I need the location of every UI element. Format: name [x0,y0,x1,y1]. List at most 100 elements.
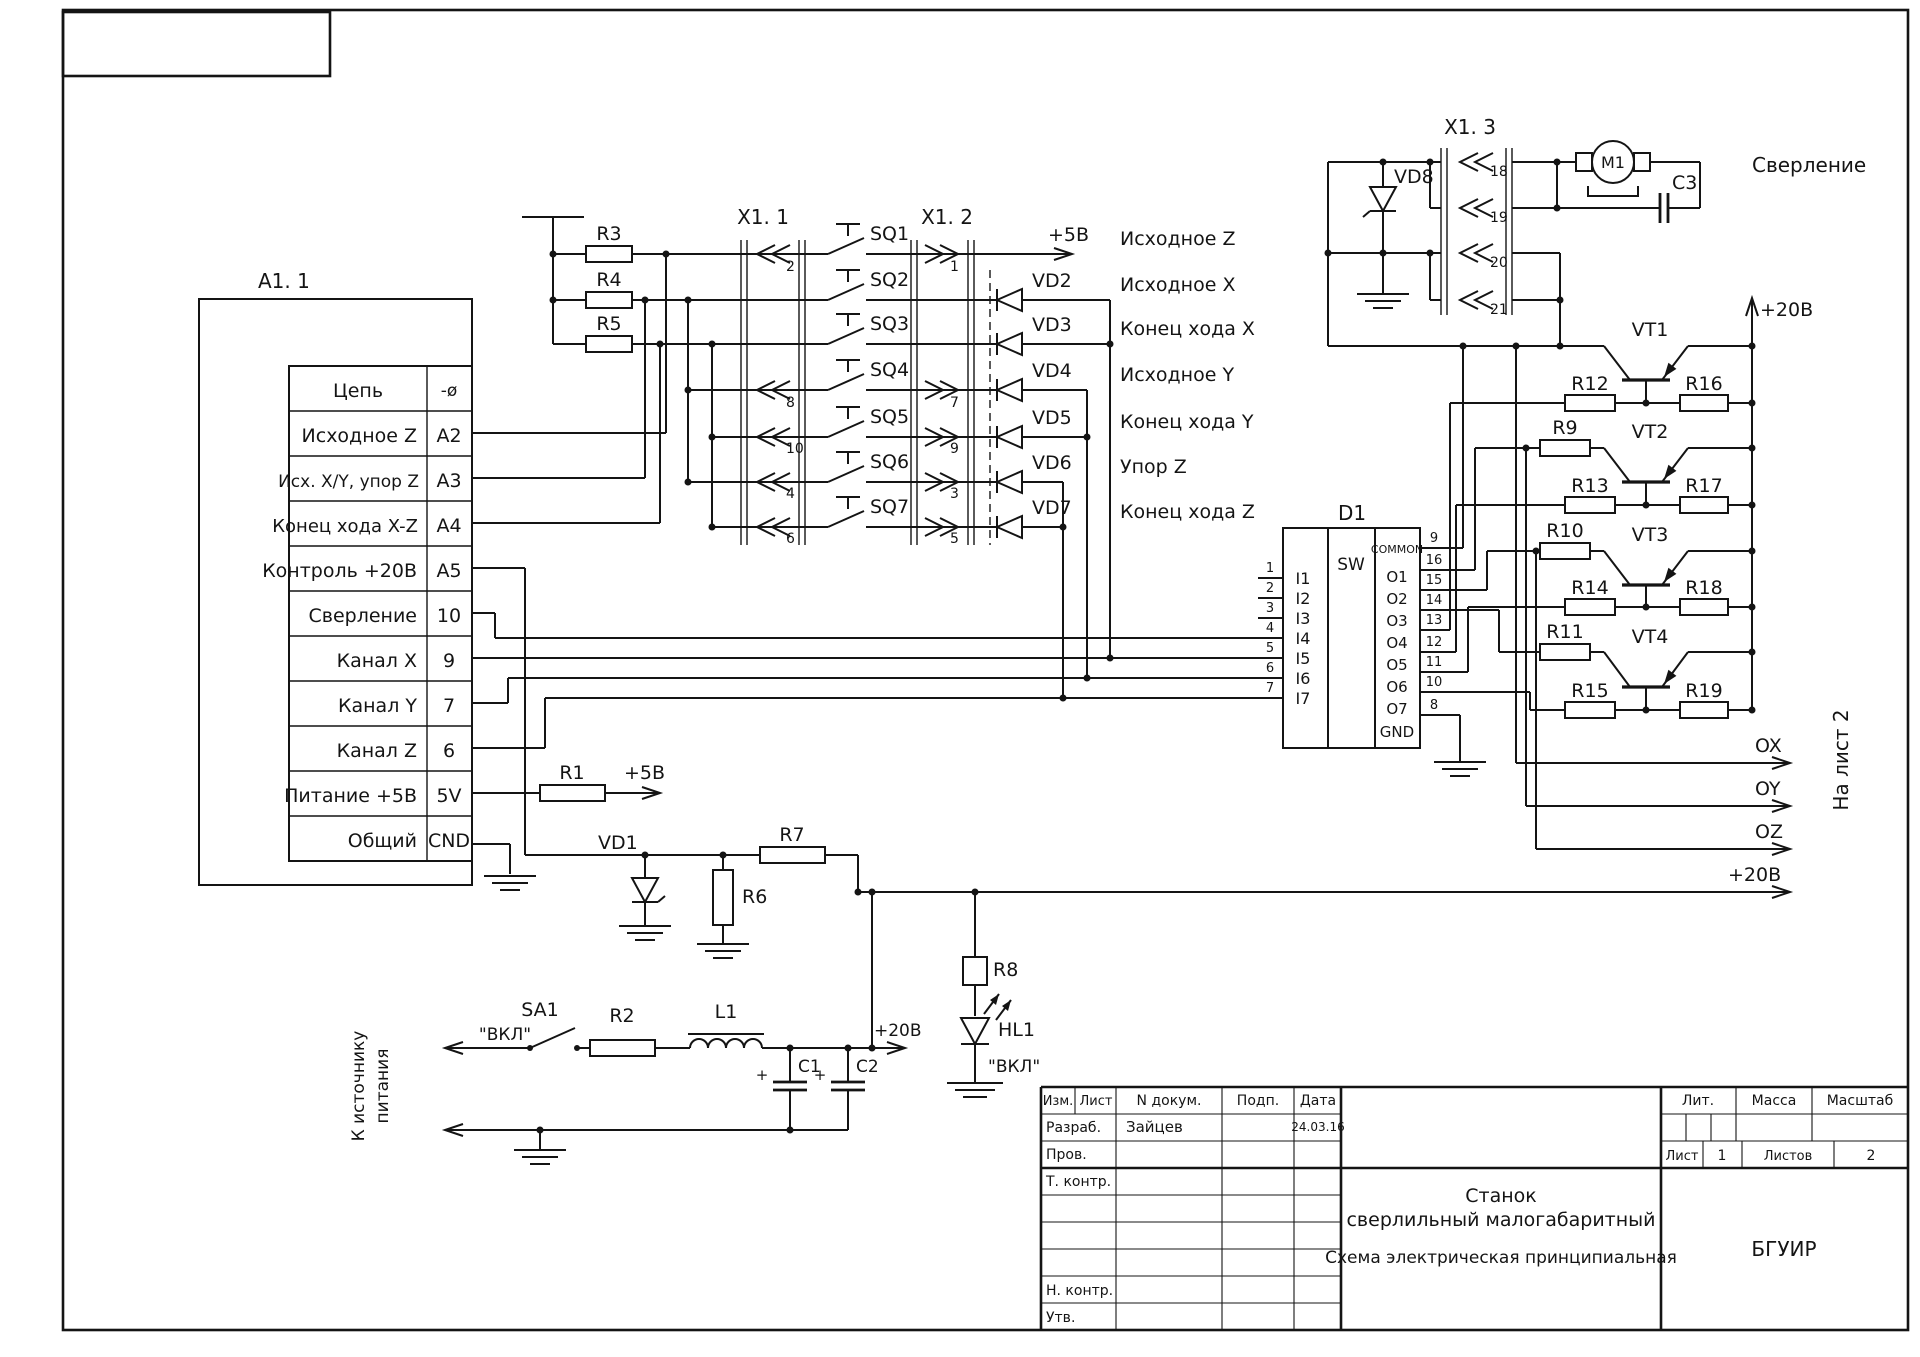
title-block: Изм. Лист N докум. Подп. Дата Разраб. За… [1039,1085,1908,1330]
resistor-r17-label: R17 [1685,475,1722,497]
tb-col-ndoc: N докум. [1137,1093,1202,1109]
tb-sheet-num: 1 [1718,1148,1727,1164]
junction-dot [971,888,979,896]
net-out-z: OZ [1755,821,1783,843]
x13-pin: 19 [1490,210,1508,226]
source-note-line1: К источнику [349,1031,369,1142]
capacitor-c2-label: C2 [856,1057,879,1077]
a11-row-contact: 7 [443,695,455,717]
tb-massa: Масса [1752,1093,1797,1109]
junction-dot [1083,433,1091,441]
led-hl1-mode: "ВКЛ" [988,1057,1040,1077]
a11-row-contact: A2 [436,425,461,447]
chip-out-name: O1 [1386,568,1407,586]
capacitor-c1-polarity: + [756,1066,769,1084]
signal-label: Упор Z [1120,456,1187,478]
motor-brush-left [1575,152,1593,172]
resistor-r19-label: R19 [1685,680,1722,702]
junction-dot [1324,249,1332,257]
capacitor-plates [773,193,1670,1092]
zener-vd8-body [1368,186,1398,214]
junction-dot [641,851,649,859]
resistor-r9-body [1539,439,1591,457]
resistor-r10-body [1539,542,1591,560]
vt3-emitter-arrow [1664,567,1677,582]
tb-product-line2: сверлильный малогабаритный [1346,1209,1655,1231]
junction-dot [1426,249,1434,257]
a11-row-contact: A5 [436,560,461,582]
led-hl1-body [959,1017,991,1047]
switch-sq5-label: SQ5 [870,406,909,428]
x12-pin: 1 [950,259,959,275]
resistor-r7-label: R7 [779,824,804,846]
signal-label: Исходное Y [1120,364,1234,386]
diode-vd7-label: VD7 [1032,497,1072,519]
junction-dot [1642,706,1650,714]
tb-sheet-label: Лист [1666,1149,1699,1164]
a11-row-circuit: Сверление [308,605,417,627]
x13-pin: 20 [1490,255,1508,271]
title-block-thin-lines [1041,1087,1908,1330]
vt4-emitter-arrow [1664,669,1677,684]
resistor-r6-body [712,869,734,926]
resistor-r3-label: R3 [596,223,621,245]
net-plus20-rail: +20В [1760,299,1813,321]
net-out-y: OY [1755,778,1781,800]
junction-dot [1556,296,1564,304]
zener-vd1-body [630,877,660,905]
connector-arrows-x12 [924,244,961,537]
tb-col-izm: Изм. [1043,1094,1074,1109]
junction-dot [549,250,557,258]
led-arrowhead-2 [1002,1000,1011,1011]
tb-col-data: Дата [1300,1093,1336,1109]
chip-out-name: O2 [1386,590,1407,608]
open-arrowheads [441,247,1794,1137]
net-plus5-top: +5В [1048,224,1089,246]
resistor-r3-body [585,245,633,263]
wires-sq-actuators [827,223,865,528]
resistor-r1-label: R1 [559,762,584,784]
junction-dots [527,158,1756,1134]
tb-nkontr: Н. контр. [1046,1283,1113,1299]
tb-doc-type: Схема электрическая принципиальная [1325,1248,1677,1268]
capacitor-c1-label: C1 [798,1057,821,1077]
junction-dot [1532,547,1540,555]
junction-dot [1748,342,1756,350]
chip-in-pin: 5 [1266,641,1274,656]
a11-row-contact: 6 [443,740,455,762]
tb-sheets-label: Листов [1764,1149,1813,1164]
resistor-r13-body [1564,496,1616,514]
led-hl1-label: HL1 [998,1019,1035,1041]
chip-in-pin: 7 [1266,681,1274,696]
junction-dot [1512,342,1520,350]
tb-razrab: Разраб. [1046,1120,1101,1136]
resistor-r6-label: R6 [742,886,767,908]
connector-x11-ref: X1. 1 [737,205,789,229]
resistor-r17-body [1679,496,1729,514]
vt2-emitter-arrow [1664,464,1677,479]
transistor-vt3-label: VT3 [1632,524,1669,546]
chip-out-pin: 8 [1430,698,1438,713]
a11-row-circuit: Контроль +20В [262,560,417,582]
junction-dot [1553,204,1561,212]
motor-m1-label: M1 [1601,153,1625,172]
vt1-emitter-arrow [1664,362,1677,377]
resistor-r1-body [539,784,606,802]
a11-row-circuit: Канал X [337,650,417,672]
junction-dot [684,478,692,486]
a11-row-contact: A3 [436,470,461,492]
switch-sa1-mode: "ВКЛ" [479,1025,531,1045]
resistor-r4-label: R4 [596,269,621,291]
a11-row-contact: A4 [436,515,461,537]
junction-dot [536,1126,544,1134]
diode-vd7-body [994,514,1023,540]
a11-table-grid [289,366,472,861]
resistor-r12-body [1564,394,1616,412]
x11-pin: 8 [786,395,795,411]
junction-dot [708,433,716,441]
junction-dot [1522,444,1530,452]
tb-lit: Лит. [1682,1093,1714,1109]
junction-dot [1642,399,1650,407]
source-note-line2: питания [373,1049,393,1124]
